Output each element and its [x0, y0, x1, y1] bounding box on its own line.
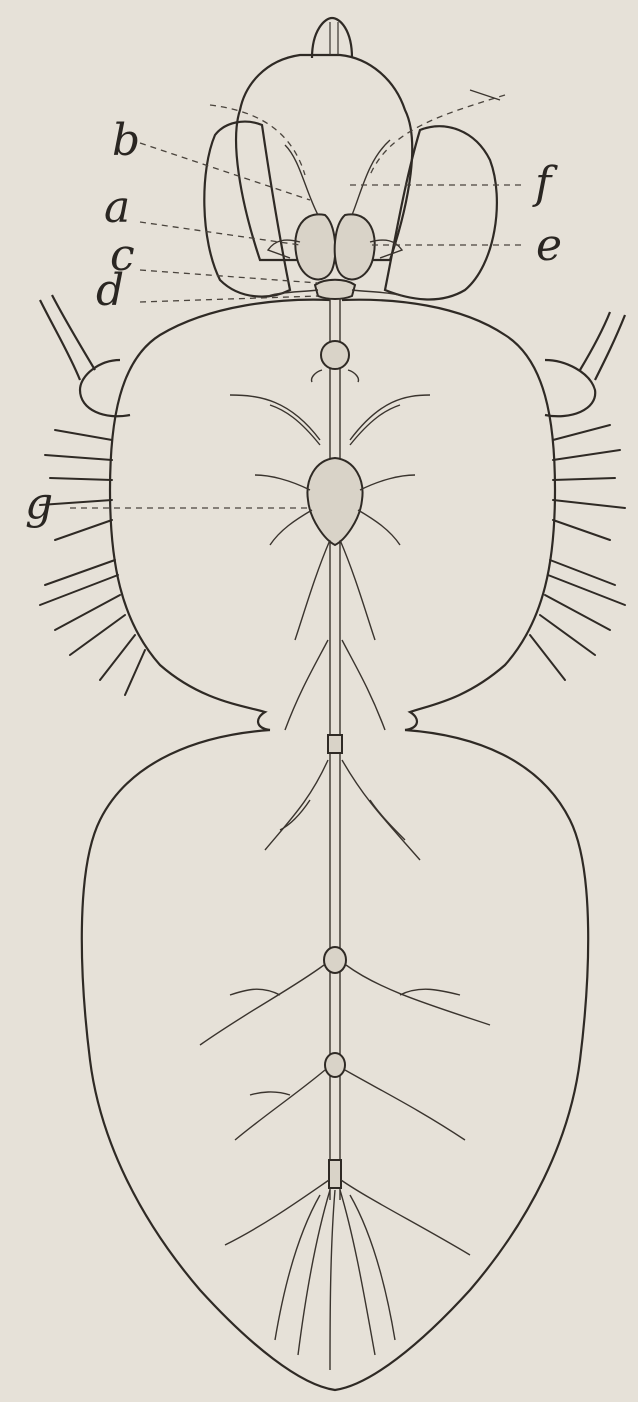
leader-b [140, 143, 310, 200]
right-femur-2 [580, 312, 610, 370]
right-setae [530, 425, 625, 680]
left-femur-2 [52, 295, 95, 370]
abdominal-ganglion-3 [325, 1053, 345, 1077]
left-antenna-base [210, 105, 305, 175]
suboesophageal-ganglion [315, 280, 355, 299]
right-brain-lobe [335, 214, 375, 279]
right-antennal-nerve [352, 140, 390, 215]
right-antenna-base [370, 95, 505, 175]
label-g: g [25, 478, 53, 529]
right-femur-1 [595, 315, 625, 380]
abdominal-ganglion-1 [328, 735, 342, 753]
left-eye [204, 122, 290, 297]
left-brain-lobe [295, 214, 335, 279]
terminal-ganglion [329, 1160, 341, 1188]
thoracic-nerve-right-1 [350, 395, 430, 440]
right-eye [385, 126, 497, 299]
label-f: f [532, 158, 558, 209]
thoracic-ganglion [307, 458, 362, 545]
leader-a [140, 222, 300, 245]
label-a: a [104, 182, 130, 233]
thoracic-nerve-left-1 [230, 395, 320, 440]
label-e: e [536, 220, 562, 271]
leader-c [140, 270, 318, 283]
leader-lines [70, 143, 525, 508]
right-antenna-stub [470, 90, 500, 100]
prothoracic-ganglion [321, 341, 349, 369]
ventral-nerve-cord [200, 298, 490, 1370]
labrum [312, 18, 352, 58]
label-b: b [112, 115, 140, 166]
label-d: d [96, 265, 124, 316]
left-setae [40, 430, 145, 695]
abdominal-ganglion-2 [324, 947, 346, 973]
left-antennal-nerve [285, 145, 318, 215]
right-coxa [545, 360, 595, 416]
